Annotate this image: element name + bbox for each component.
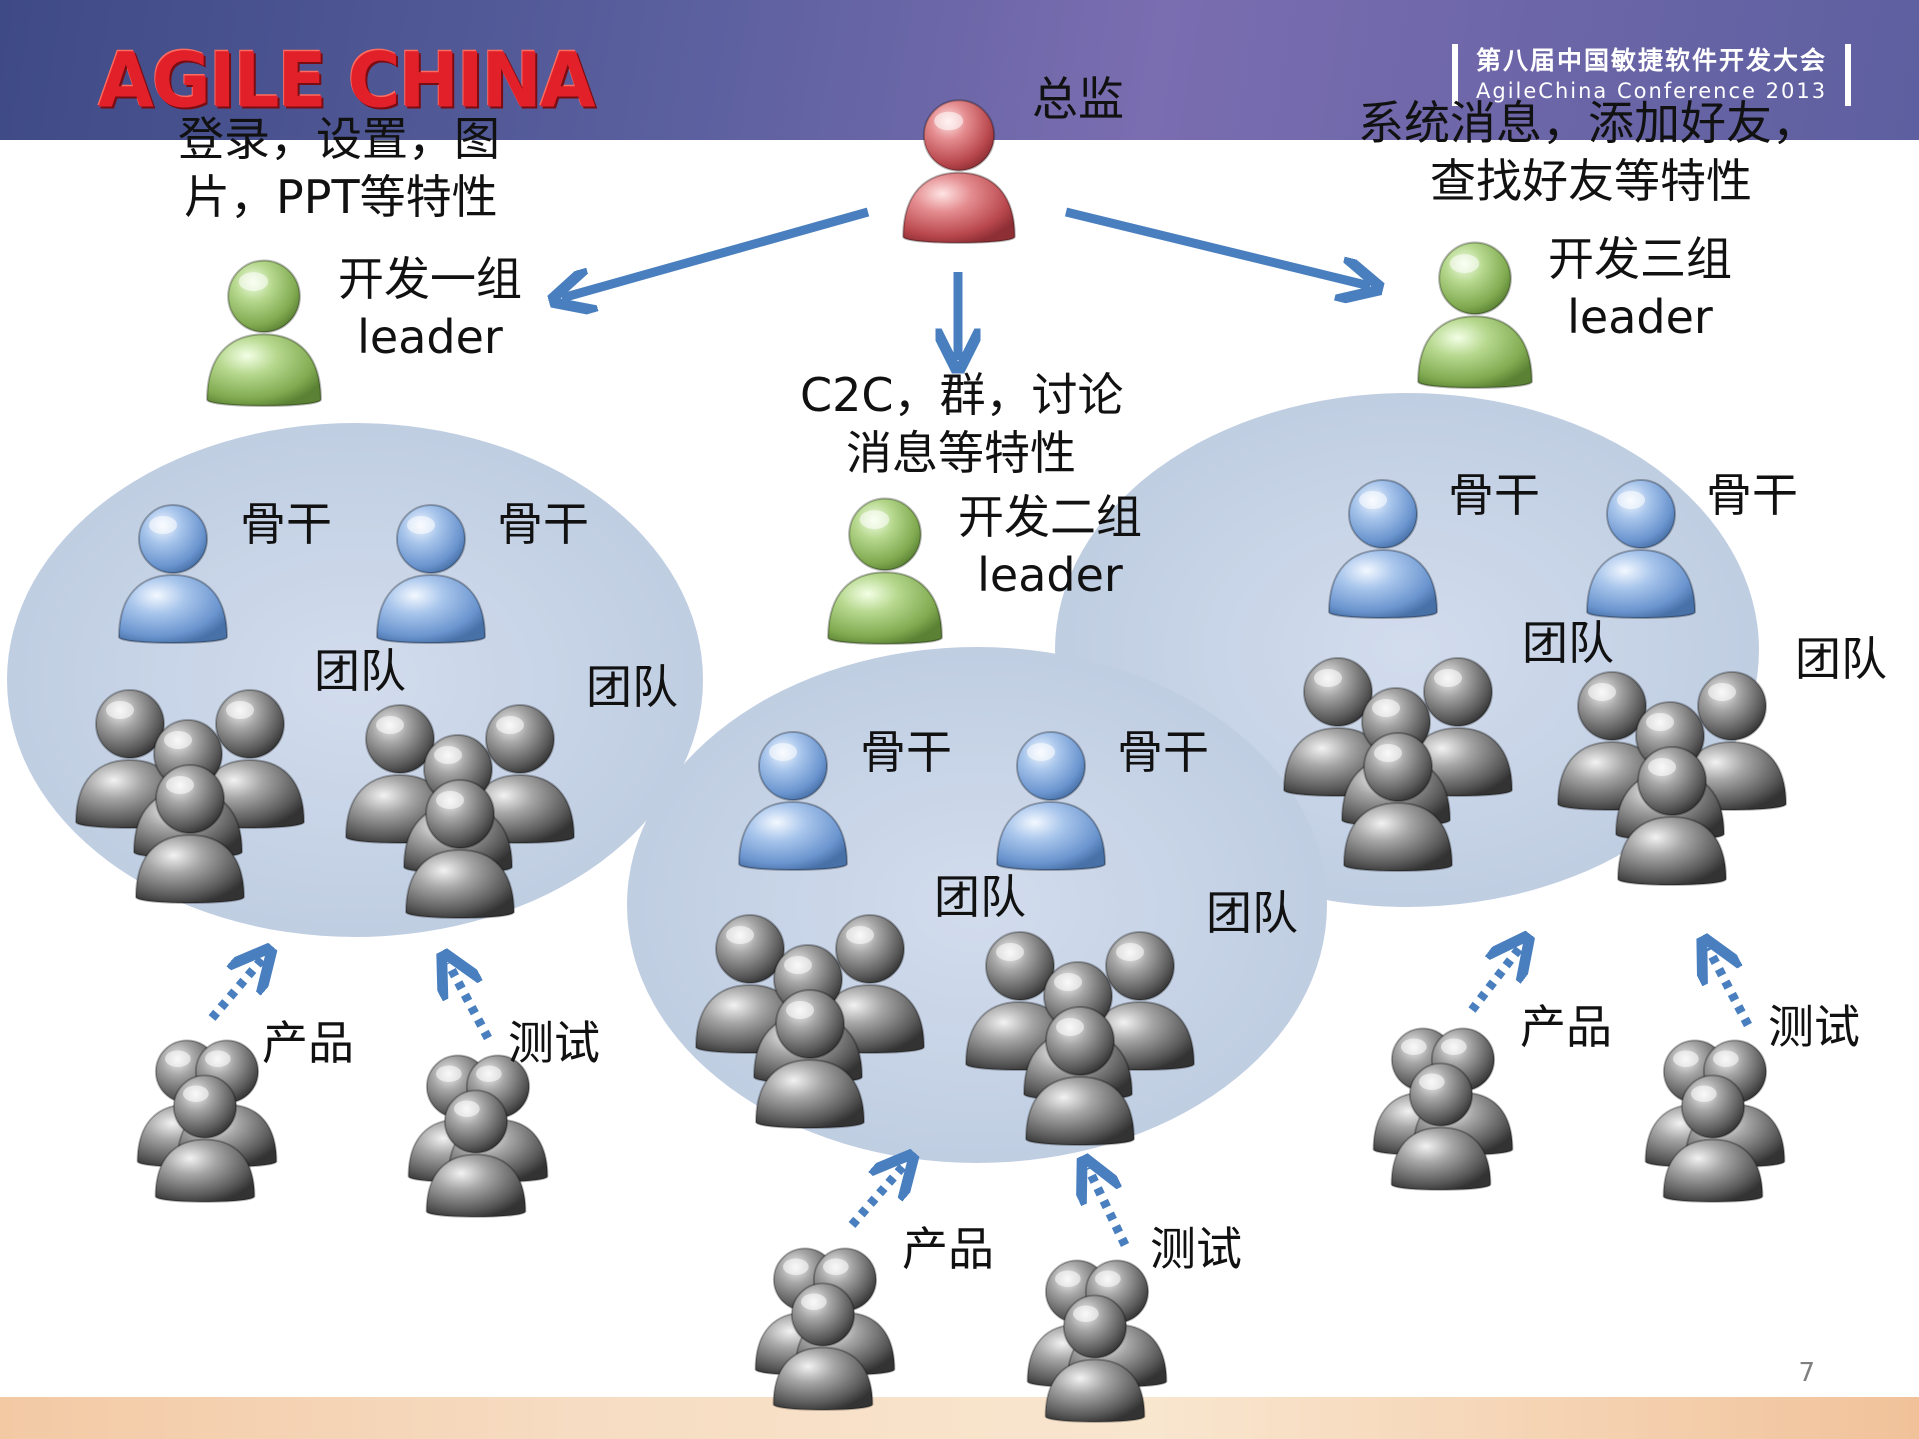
product1-people-group-icon — [136, 1039, 278, 1203]
test3-people-group-icon — [1644, 1039, 1786, 1203]
group3-product-label: 产品 — [1520, 1000, 1612, 1054]
group1-features-line1: 登录，设置，图 — [178, 112, 500, 166]
product1-arrow — [208, 957, 264, 1021]
group3-backbone-label-a: 骨干 — [1448, 468, 1540, 522]
group2-leader-line1: 开发二组 — [958, 490, 1142, 544]
group2-backbone-label-a: 骨干 — [860, 725, 952, 779]
group2-leader-line2: leader — [977, 548, 1123, 602]
group2-test-label: 测试 — [1150, 1222, 1242, 1276]
group2-features-line1: C2C，群，讨论 — [800, 368, 1124, 422]
group1-features-line2: 片，PPT等特性 — [184, 170, 498, 224]
test3-arrow — [1708, 948, 1752, 1028]
director-person-icon — [902, 99, 1016, 245]
leader1-person-icon — [206, 259, 322, 408]
group3-leader-line2: leader — [1567, 290, 1713, 344]
leader3-person-icon — [1417, 241, 1533, 390]
group3-test-label: 测试 — [1768, 1000, 1860, 1054]
group3-features-line2: 查找好友等特性 — [1430, 154, 1752, 208]
product2-people-group-icon — [754, 1247, 896, 1411]
group2-backbone-label-b: 骨干 — [1117, 725, 1209, 779]
group1-leader-line2: leader — [357, 310, 503, 364]
arrow-to-group1 — [562, 207, 870, 298]
conference-title-cn: 第八届中国敏捷软件开发大会 — [1476, 46, 1828, 75]
group1-product-label: 产品 — [262, 1016, 354, 1070]
group3-leader-line1: 开发三组 — [1548, 232, 1732, 286]
group1-test-label: 测试 — [508, 1016, 600, 1070]
conference-title-en: AgileChina Conference 2013 — [1476, 79, 1828, 103]
group1-team-label-b: 团队 — [586, 660, 678, 714]
group3-team-label-a: 团队 — [1522, 616, 1614, 670]
product3-arrow — [1468, 945, 1522, 1013]
product3-people-group-icon — [1372, 1027, 1514, 1191]
group1-backbone-label-a: 骨干 — [240, 497, 332, 551]
group2-team-label-a: 团队 — [934, 870, 1026, 924]
page-number: 7 — [1798, 1358, 1815, 1388]
group1-leader-line1: 开发一组 — [338, 252, 522, 306]
group2-team-label-b: 团队 — [1206, 886, 1298, 940]
group3-features-line1: 系统消息，添加好友， — [1358, 96, 1818, 150]
product2-arrow — [848, 1163, 906, 1228]
test1-arrow — [448, 963, 492, 1041]
director-label: 总监 — [1032, 72, 1124, 126]
test2-arrow — [1088, 1168, 1130, 1247]
group1-team-label-a: 团队 — [314, 644, 406, 698]
arrow-to-group3 — [1064, 207, 1370, 286]
group2-product-label: 产品 — [902, 1222, 994, 1276]
agile-china-logo: AGILE CHINA — [98, 35, 596, 125]
test2-people-group-icon — [1026, 1259, 1168, 1423]
group3-team-label-b: 团队 — [1795, 632, 1887, 686]
footer-strip — [0, 1397, 1919, 1439]
leader2-person-icon — [827, 497, 943, 646]
conference-badge: 第八届中国敏捷软件开发大会 AgileChina Conference 2013 — [1452, 44, 1852, 106]
group2-features-line2: 消息等特性 — [846, 426, 1076, 480]
group3-backbone-label-b: 骨干 — [1706, 468, 1798, 522]
group1-backbone-label-b: 骨干 — [497, 497, 589, 551]
test1-people-group-icon — [407, 1054, 549, 1218]
